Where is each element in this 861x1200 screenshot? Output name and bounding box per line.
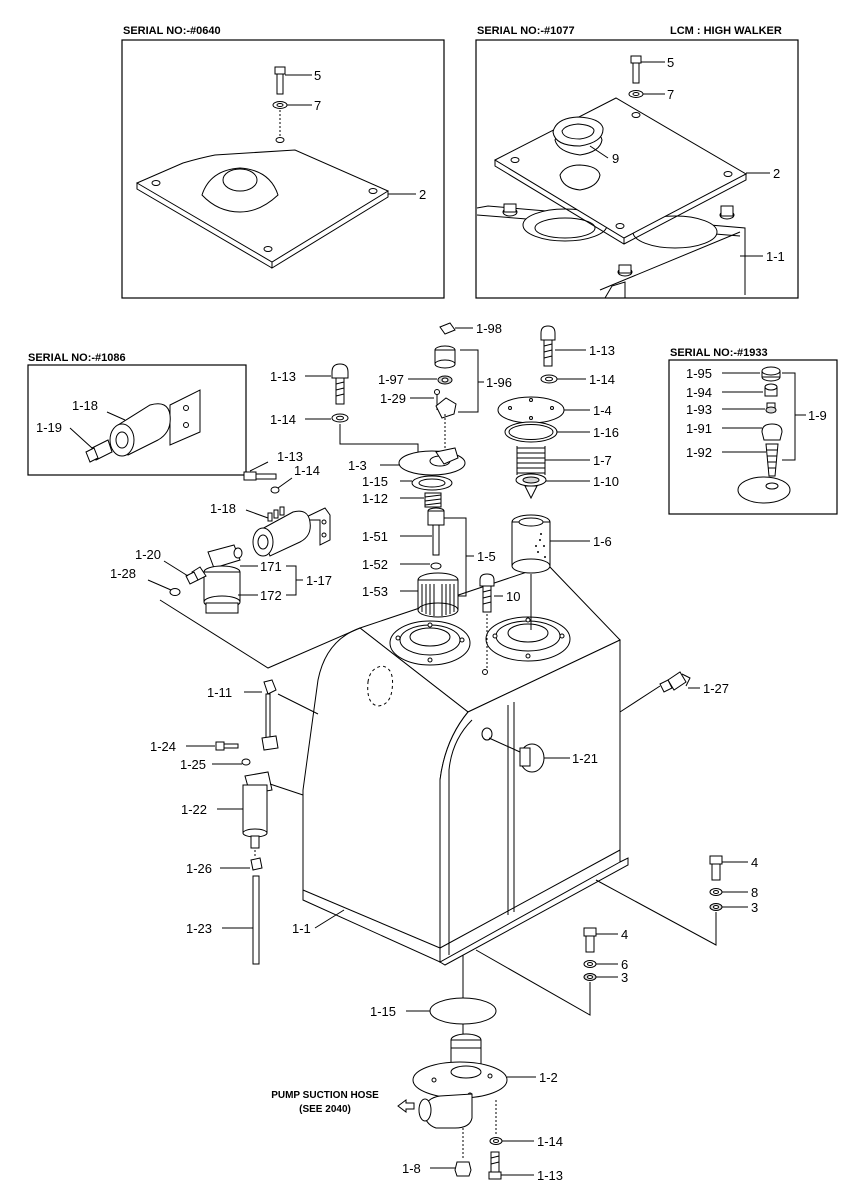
callout-7: 7 xyxy=(667,87,674,102)
callout-4: 4 xyxy=(621,927,628,942)
hydraulic-tank xyxy=(302,564,629,966)
header-serial-1933: SERIAL NO:-#1933 xyxy=(670,347,768,359)
callout-1-27: 1-27 xyxy=(703,681,729,696)
drain-filter-assembly xyxy=(186,741,304,965)
filter-element xyxy=(511,514,590,630)
callout-1-5: 1-5 xyxy=(477,549,496,564)
callout-1-13: 1-13 xyxy=(270,369,296,384)
header-serial-1086: SERIAL NO:-#1086 xyxy=(28,352,126,364)
callout-1-14: 1-14 xyxy=(537,1134,563,1149)
callout-2: 2 xyxy=(773,166,780,181)
callout-1-16: 1-16 xyxy=(593,425,619,440)
callout-1-18: 1-18 xyxy=(72,398,98,413)
header-serial-0640: SERIAL NO:-#0640 xyxy=(123,25,221,37)
callout-1-14: 1-14 xyxy=(589,372,615,387)
callout-1-23: 1-23 xyxy=(186,921,212,936)
callout-3: 3 xyxy=(621,970,628,985)
callout-1-13: 1-13 xyxy=(277,449,303,464)
callout-1-94: 1-94 xyxy=(686,385,712,400)
callout-1-8: 1-8 xyxy=(402,1161,421,1176)
callout-1-29: 1-29 xyxy=(380,391,406,406)
callout-1-14: 1-14 xyxy=(294,463,320,478)
callout-172: 172 xyxy=(260,588,282,603)
callout-1-12: 1-12 xyxy=(362,491,388,506)
callout-1-17: 1-17 xyxy=(306,573,332,588)
callout-1-95: 1-95 xyxy=(686,366,712,381)
fitting-1-27 xyxy=(619,671,700,713)
callout-1-53: 1-53 xyxy=(362,584,388,599)
callout-8: 8 xyxy=(751,885,758,900)
callout-1-14: 1-14 xyxy=(270,412,296,427)
level-gauge-assembly xyxy=(244,679,319,751)
breather-cap-assembly xyxy=(408,322,484,448)
callout-1-13: 1-13 xyxy=(589,343,615,358)
suction-strainer-assembly xyxy=(400,507,474,618)
callout-1-19: 1-19 xyxy=(36,420,62,435)
callout-10: 10 xyxy=(506,589,520,604)
callout-3: 3 xyxy=(751,900,758,915)
see-2040-note: (SEE 2040) xyxy=(299,1104,351,1115)
inset-box-serial-0640 xyxy=(121,39,445,299)
callout-1-1: 1-1 xyxy=(766,249,785,264)
hardware-center xyxy=(475,927,618,1016)
callout-1-51: 1-51 xyxy=(362,529,388,544)
callout-7: 7 xyxy=(314,98,321,113)
callout-9: 9 xyxy=(612,151,619,166)
callout-1-1: 1-1 xyxy=(292,921,311,936)
line-filter-assembly xyxy=(147,544,361,669)
callout-1-9: 1-9 xyxy=(808,408,827,423)
inset-box-serial-1077 xyxy=(475,39,799,299)
callout-1-20: 1-20 xyxy=(135,547,161,562)
callout-1-91: 1-91 xyxy=(686,421,712,436)
callout-1-96: 1-96 xyxy=(486,375,512,390)
callout-5: 5 xyxy=(667,55,674,70)
filler-cover-assembly xyxy=(305,363,466,508)
inset-box-serial-1086 xyxy=(27,364,247,476)
callout-1-11: 1-11 xyxy=(207,685,232,700)
callout-4: 4 xyxy=(751,855,758,870)
callout-1-92: 1-92 xyxy=(686,445,712,460)
callout-1-6: 1-6 xyxy=(593,534,612,549)
plug-1-21 xyxy=(488,737,570,773)
callout-1-4: 1-4 xyxy=(593,403,612,418)
callout-2: 2 xyxy=(419,187,426,202)
callout-1-52: 1-52 xyxy=(362,557,388,572)
callout-1-24: 1-24 xyxy=(150,739,176,754)
callout-1-26: 1-26 xyxy=(186,861,212,876)
callout-1-28: 1-28 xyxy=(110,566,136,581)
inset-box-serial-1933 xyxy=(668,359,838,515)
callout-1-15: 1-15 xyxy=(362,474,388,489)
header-lcm: LCM : HIGH WALKER xyxy=(670,25,782,37)
return-filter-cover-assembly xyxy=(497,325,590,500)
bolt-10 xyxy=(479,573,503,668)
hardware-right xyxy=(595,855,748,946)
callout-1-97: 1-97 xyxy=(378,372,404,387)
callout-171: 171 xyxy=(260,559,282,574)
suction-flange-assembly xyxy=(397,997,536,1180)
callout-6: 6 xyxy=(621,957,628,972)
header-serial-1077: SERIAL NO:-#1077 xyxy=(477,25,575,37)
callout-1-93: 1-93 xyxy=(686,402,712,417)
callout-1-18: 1-18 xyxy=(210,501,236,516)
callout-1-22: 1-22 xyxy=(181,802,207,817)
callout-1-25: 1-25 xyxy=(180,757,206,772)
callout-1-13: 1-13 xyxy=(537,1168,563,1183)
callout-1-7: 1-7 xyxy=(593,453,612,468)
callout-1-2: 1-2 xyxy=(539,1070,558,1085)
solenoid-assembly xyxy=(243,461,331,557)
callout-1-10: 1-10 xyxy=(593,474,619,489)
callout-1-98: 1-98 xyxy=(476,321,502,336)
callout-1-3: 1-3 xyxy=(348,458,367,473)
pump-suction-hose-note: PUMP SUCTION HOSE xyxy=(271,1090,379,1101)
callout-5: 5 xyxy=(314,68,321,83)
callout-1-15: 1-15 xyxy=(370,1004,396,1019)
callout-1-21: 1-21 xyxy=(572,751,598,766)
